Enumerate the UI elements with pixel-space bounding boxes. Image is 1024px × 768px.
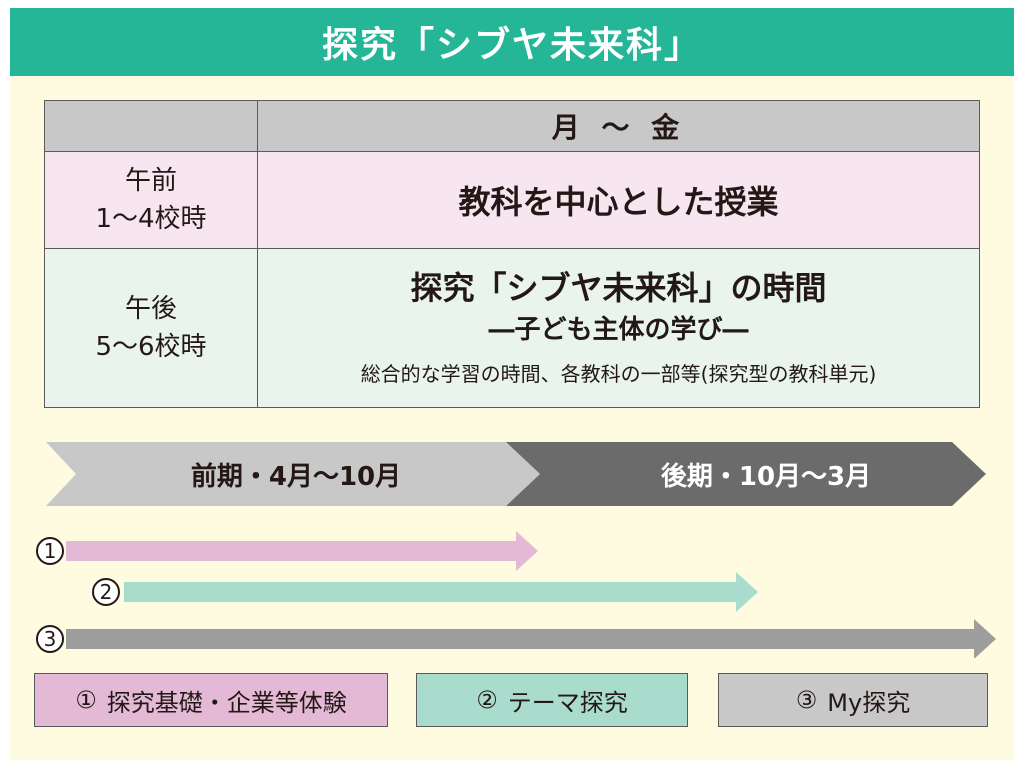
- bar-3: [66, 619, 996, 658]
- bar-1-number: 1: [36, 537, 64, 565]
- legend-3-label: My探究: [827, 688, 911, 717]
- schedule-table: 月 ～ 金 午前 1～4校時 教科を中心とした授業 午後 5～6校時 探究「シブ…: [44, 100, 980, 408]
- morning-period-cell: 午前 1～4校時: [44, 151, 258, 249]
- legend-item-2: ② テーマ探究: [416, 673, 688, 727]
- bar-1-shaft: [66, 541, 518, 561]
- bar-2-number: 2: [92, 578, 120, 606]
- morning-periods: 1～4校時: [95, 204, 207, 234]
- second-half-label: 後期・10月～3月: [660, 461, 872, 492]
- legend-item-1: ① 探究基礎・企業等体験: [34, 673, 388, 727]
- afternoon-period-cell: 午後 5～6校時: [44, 248, 258, 408]
- legend-3-number: ③: [795, 686, 818, 714]
- table-header-row: 月 ～ 金: [44, 100, 980, 152]
- bar-2-shaft: [124, 582, 738, 602]
- bar-3-shaft: [66, 629, 976, 649]
- bar-2-head: [736, 572, 758, 612]
- afternoon-content-main: 探究「シブヤ未来科」の時間: [410, 269, 827, 307]
- afternoon-content-sub: ―子ども主体の学び―: [488, 315, 749, 345]
- bar-3-head: [974, 619, 996, 658]
- afternoon-content-note: 総合的な学習の時間、各教科の一部等(探究型の教科単元): [360, 362, 877, 386]
- bar-2: [124, 572, 758, 612]
- diagram-canvas: 探究「シブヤ未来科」 月 ～ 金 午前 1～4校時 教科を中心とした授業 午後 …: [10, 8, 1014, 760]
- bar-3-number: 3: [36, 625, 64, 653]
- morning-content: 教科を中心とした授業: [257, 151, 980, 249]
- weekday-header: 月 ～ 金: [257, 100, 980, 152]
- bar-1: [66, 531, 538, 571]
- afternoon-label: 午後: [124, 294, 177, 324]
- second-half-arrow: [506, 442, 986, 506]
- arrow-bars: [66, 531, 996, 658]
- first-half-label: 前期・4月～10月: [190, 461, 402, 492]
- morning-label: 午前: [124, 166, 177, 196]
- morning-row: 午前 1～4校時 教科を中心とした授業: [44, 151, 980, 249]
- header-blank-cell: [44, 100, 258, 152]
- page-title: 探究「シブヤ未来科」: [10, 8, 1014, 76]
- afternoon-periods: 5～6校時: [95, 332, 207, 362]
- legend-1-number: ①: [75, 686, 97, 714]
- first-half-arrow: [46, 442, 540, 506]
- afternoon-content-cell: 探究「シブヤ未来科」の時間 ―子ども主体の学び― 総合的な学習の時間、各教科の一…: [257, 248, 980, 408]
- term-arrows: [46, 442, 986, 506]
- bar-1-head: [516, 531, 538, 571]
- legend-1-label: 探究基礎・企業等体験: [106, 688, 347, 717]
- term-timeline: 前期・4月～10月 後期・10月～3月: [46, 442, 986, 506]
- legend-2-number: ②: [476, 686, 498, 714]
- activity-arrows: 1 2 3: [10, 528, 1014, 658]
- afternoon-row: 午後 5～6校時 探究「シブヤ未来科」の時間 ―子ども主体の学び― 総合的な学習…: [44, 248, 980, 408]
- legend-2-label: テーマ探究: [507, 688, 628, 717]
- legend-item-3: ③ My探究: [718, 673, 988, 727]
